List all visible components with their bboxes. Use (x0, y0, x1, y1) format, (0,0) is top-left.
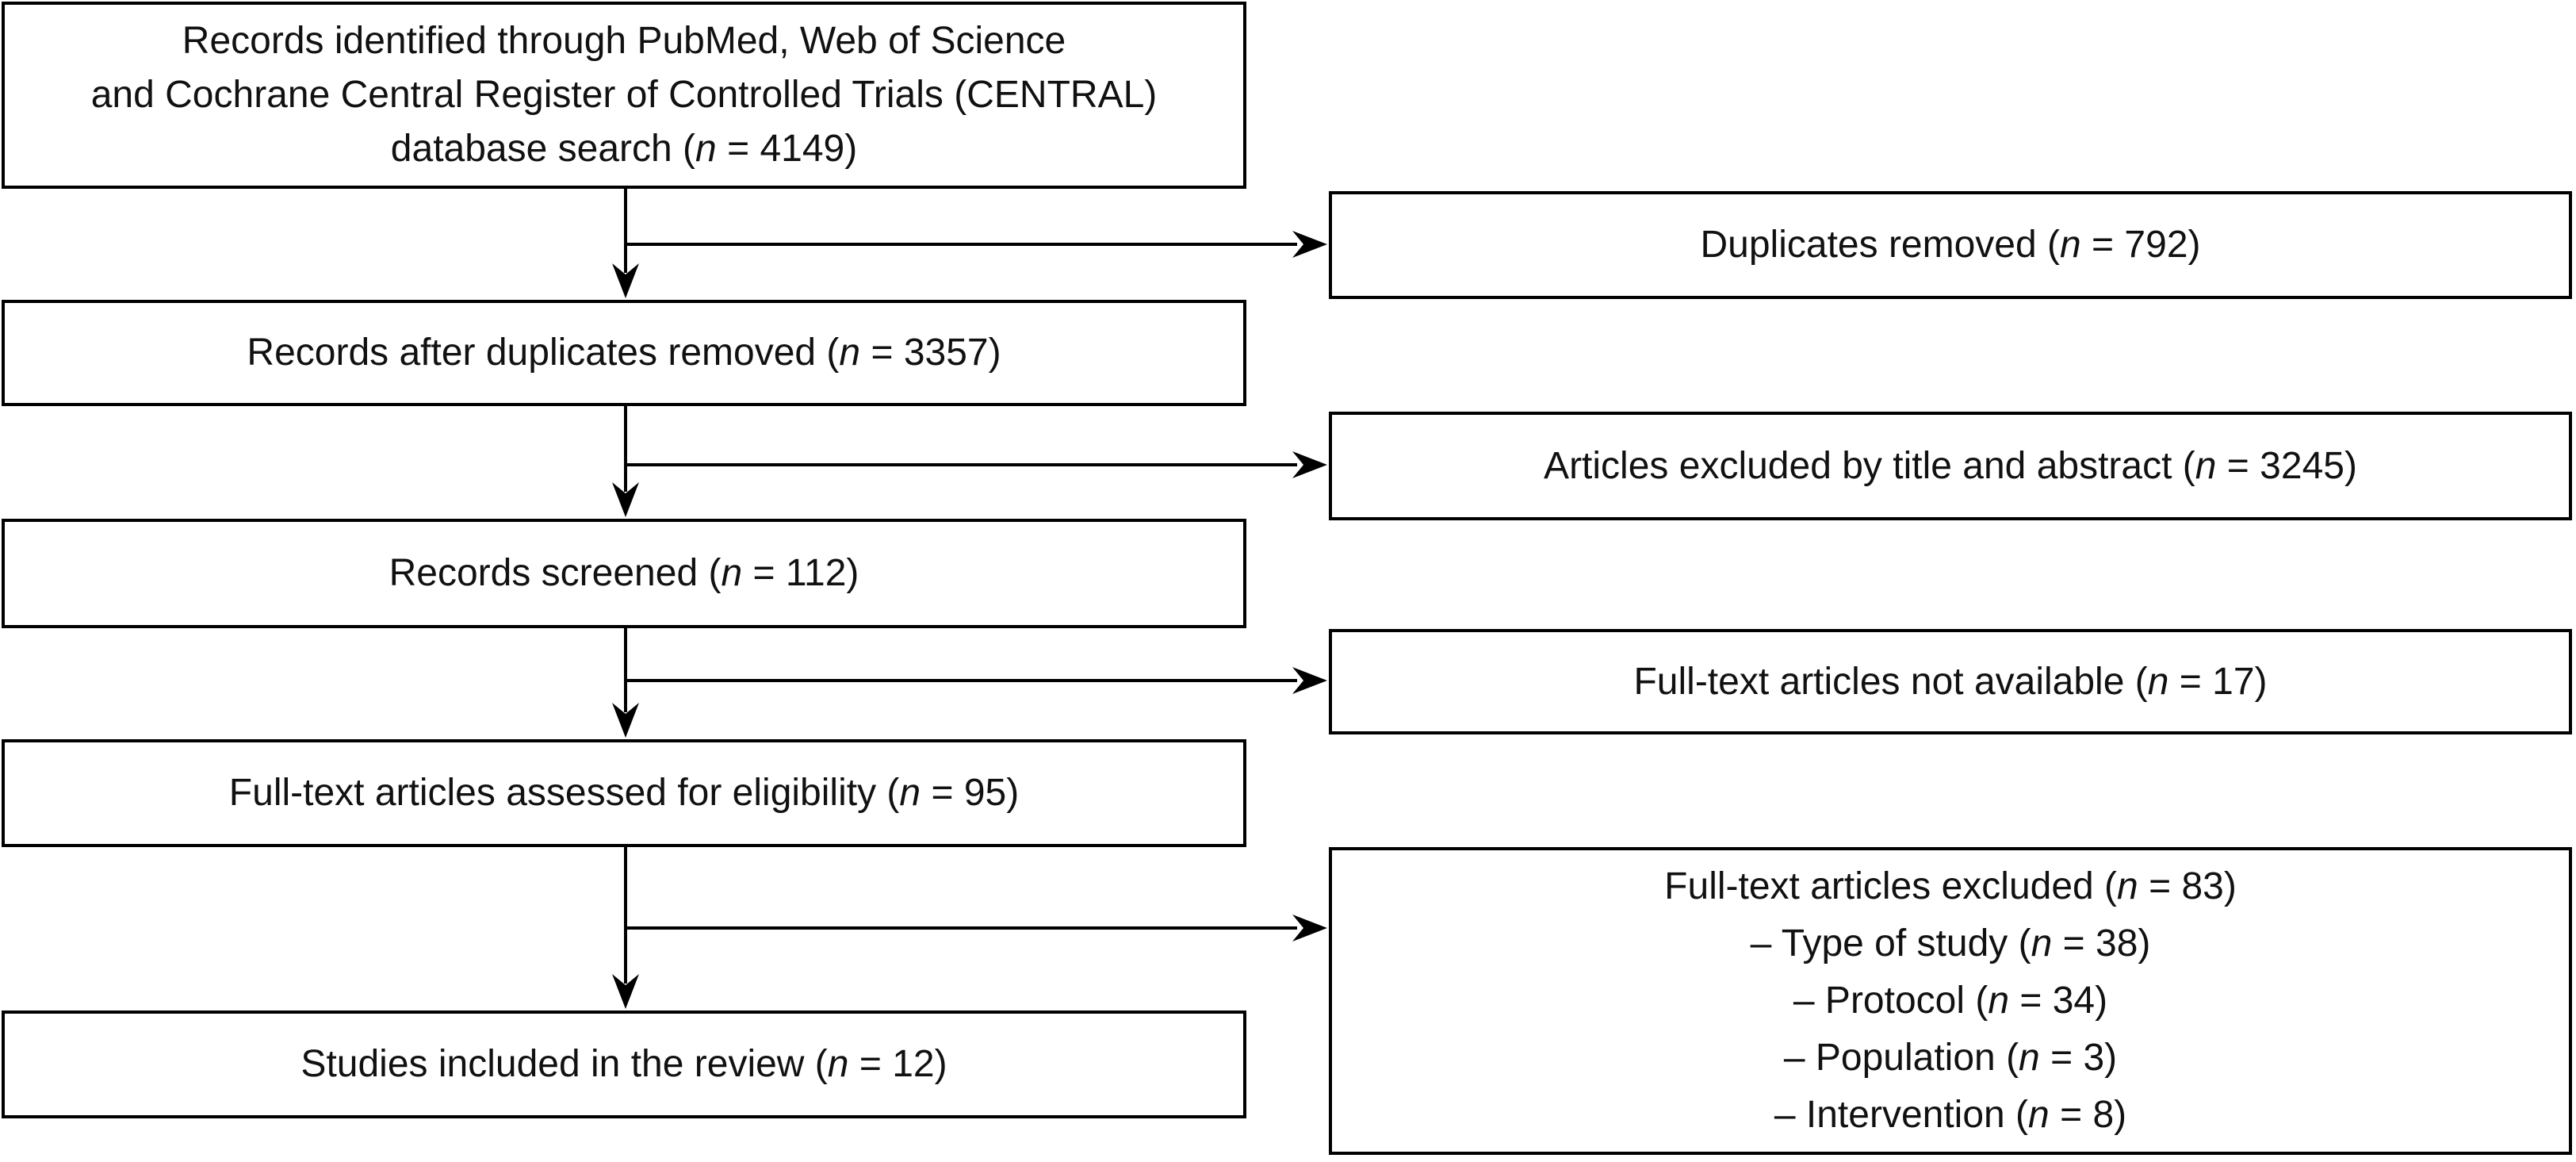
box-text-line: – Type of study (n = 38) (1750, 922, 2151, 964)
box-text-line: Records screened (n = 112) (389, 552, 859, 594)
box-records-after-duplicates: Records after duplicates removed (n = 33… (2, 300, 1246, 406)
box-text-line: Full-text articles assessed for eligibil… (228, 772, 1020, 814)
box-records-identified: Records identified through PubMed, Web o… (2, 2, 1246, 189)
box-text-line: Studies included in the review (n = 12) (300, 1043, 947, 1085)
box-text-line: – Intervention (n = 8) (1774, 1094, 2127, 1136)
box-text-line: Articles excluded by title and abstract … (1544, 444, 2357, 487)
box-fulltext-excluded: Full-text articles excluded (n = 83) – Ty… (1329, 847, 2572, 1155)
arrow-fulltext-assessed-to-included (612, 847, 639, 1009)
arrow-branch-fulltext-not-available (626, 667, 1327, 694)
box-text-line: Full-text articles not available (n = 17… (1633, 660, 2268, 703)
box-text-line: Records identified through PubMed, Web o… (182, 20, 1066, 62)
box-text-line: – Protocol (n = 34) (1793, 980, 2108, 1022)
box-text-line: – Population (n = 3) (1783, 1037, 2118, 1079)
arrow-branch-fulltext-excluded (626, 915, 1327, 941)
arrow-screened-to-fulltext-assessed (612, 628, 639, 738)
box-fulltext-assessed: Full-text articles assessed for eligibil… (2, 739, 1246, 847)
box-fulltext-not-available: Full-text articles not available (n = 17… (1329, 629, 2572, 734)
box-studies-included: Studies included in the review (n = 12) (2, 1011, 1246, 1118)
box-text-line: Duplicates removed (n = 792) (1700, 224, 2201, 266)
arrow-after-duplicates-to-screened (612, 406, 639, 517)
arrow-branch-duplicates-removed (626, 231, 1327, 258)
box-text-line: database search (n = 4149) (390, 128, 858, 170)
box-text-line: Full-text articles excluded (n = 83) (1664, 865, 2237, 907)
box-text-line: Records after duplicates removed (n = 33… (247, 332, 1001, 374)
box-duplicates-removed: Duplicates removed (n = 792) (1329, 191, 2572, 299)
box-excluded-title-abstract: Articles excluded by title and abstract … (1329, 412, 2572, 520)
arrow-branch-excluded-title-abstract (626, 451, 1327, 478)
box-records-screened: Records screened (n = 112) (2, 519, 1246, 628)
box-text-line: and Cochrane Central Register of Control… (90, 74, 1158, 116)
